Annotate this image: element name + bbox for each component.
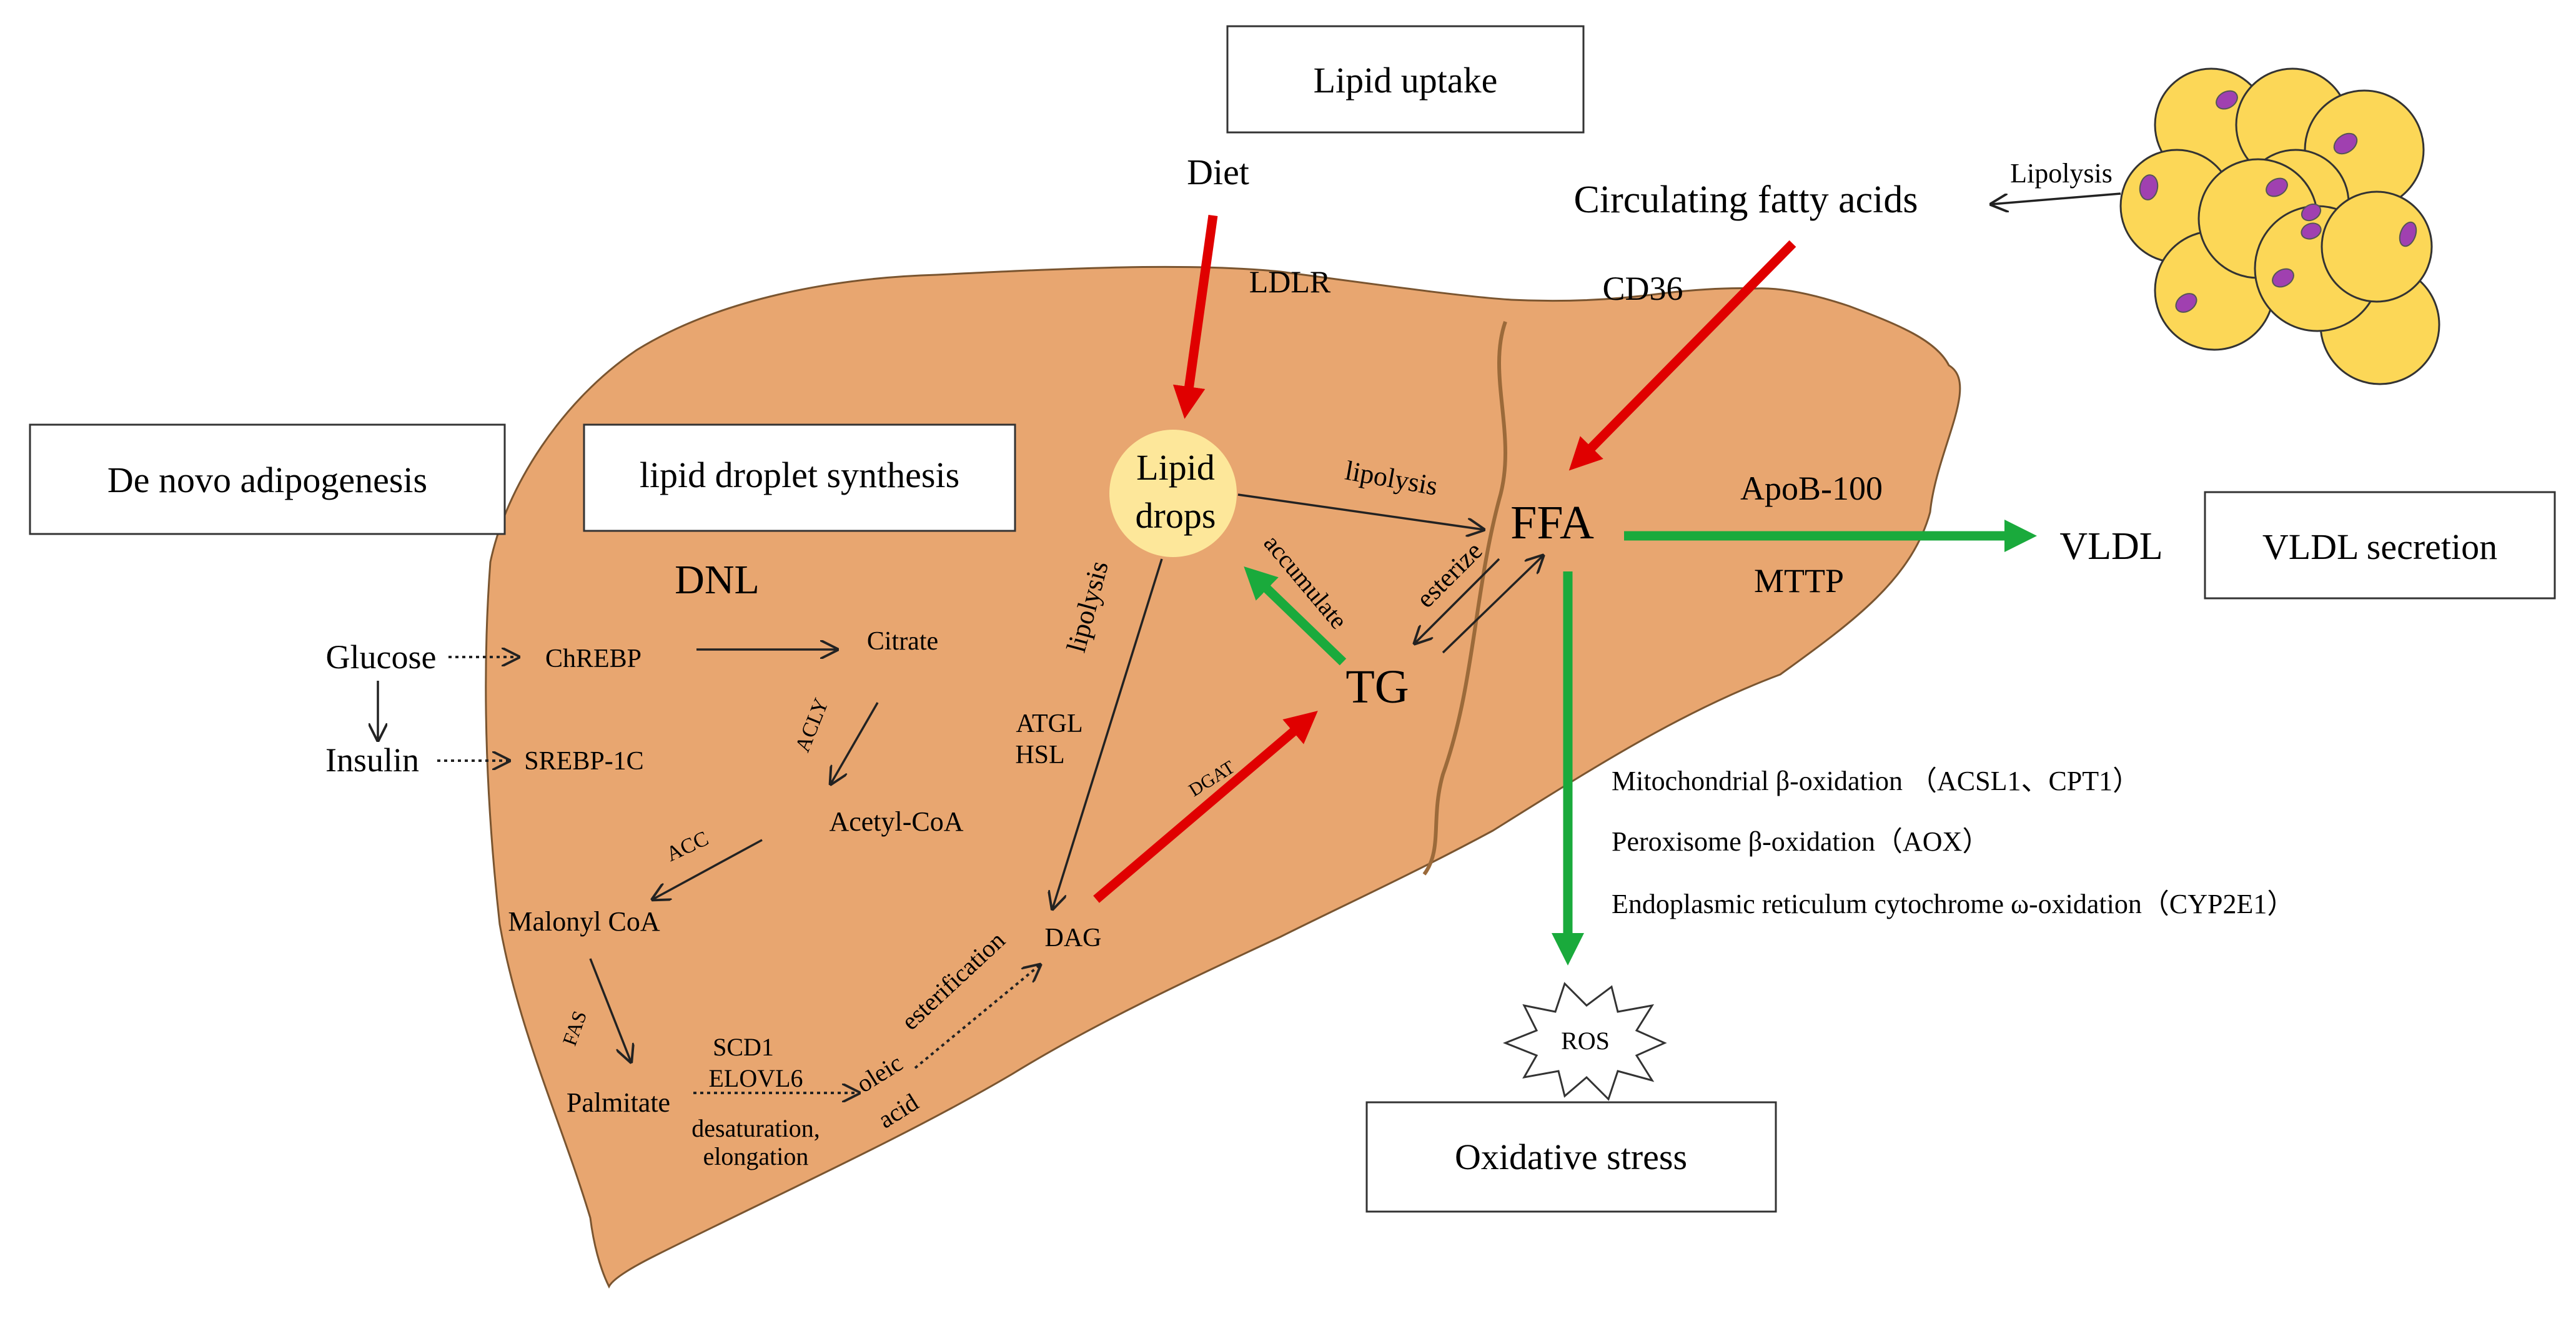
arrow-lipid-to-ffa [1237, 493, 1484, 530]
acetyl-coa-label: Acetyl-CoA [829, 806, 963, 837]
adipocyte-nuclei [2139, 90, 2417, 313]
lipid-drops-circle [1109, 430, 1237, 557]
malonyl-coa-label: Malonyl CoA [508, 906, 660, 937]
box-vldl-secretion-label: VLDL secretion [2262, 526, 2497, 567]
er-oxidation-label: Endoplasmic reticulum cytochrome ω-oxida… [1612, 889, 2294, 919]
arrow-dag-to-tg [1093, 711, 1318, 903]
mito-oxidation-label: Mitochondrial β-oxidation （ACSL1、CPT1） [1612, 766, 2140, 796]
dag-label: DAG [1045, 924, 1102, 952]
chrebp-label: ChREBP [545, 645, 642, 673]
arrow-tg-to-lipid [1244, 566, 1347, 666]
hsl-label: HSL [1015, 741, 1064, 769]
ldlr-label: LDLR [1249, 264, 1331, 299]
box-vldl-secretion [2204, 491, 2556, 600]
citrate-label: Citrate [867, 627, 938, 656]
box-lipid-uptake-label: Lipid uptake [1314, 60, 1498, 101]
box-lipid-uptake [1226, 25, 1585, 134]
cd36-label: CD36 [1602, 270, 1683, 307]
lipid-drops-label-2: drops [1136, 495, 1216, 536]
ros-label: ROS [1561, 1027, 1610, 1055]
arrow-malonyl-to-palmitate [589, 958, 631, 1062]
arrow-lipid-to-dag [1053, 558, 1163, 909]
box-droplet-synthesis [583, 423, 1016, 532]
elongation-label: elongation [703, 1142, 809, 1170]
arrow-acetyl-to-malonyl [653, 839, 763, 899]
tg-label: TG [1345, 661, 1409, 713]
desaturation-label: desaturation, [691, 1114, 820, 1142]
adipocyte-cluster [2119, 67, 2440, 385]
arrow-citrate-to-acetyl [831, 702, 879, 784]
vldl-label: VLDL [2059, 525, 2162, 568]
arrow-tg-to-ffa [1442, 556, 1543, 654]
arrow-lipolysis-circulating [1991, 192, 2121, 204]
apob-label: ApoB-100 [1740, 470, 1883, 507]
lipolysis-top-label: Lipolysis [2010, 158, 2113, 189]
srebp-label: SREBP-1C [524, 747, 643, 776]
box-oxidative-stress-label: Oxidative stress [1455, 1137, 1687, 1177]
circulating-fa-label: Circulating fatty acids [1574, 179, 1918, 221]
box-de-novo-label: De novo adipogenesis [107, 460, 427, 500]
dnl-label: DNL [675, 557, 760, 603]
atgl-label: ATGL [1016, 709, 1082, 738]
mttp-label: MTTP [1754, 562, 1844, 600]
box-droplet-synthesis-label: lipid droplet synthesis [640, 455, 959, 495]
arrow-diet-to-lipid [1172, 214, 1218, 419]
scd1-label: SCD1 [713, 1033, 774, 1061]
insulin-label: Insulin [325, 741, 419, 779]
palmitate-label: Palmitate [567, 1087, 670, 1118]
ros-burst [1502, 982, 1667, 1101]
box-oxidative-stress [1365, 1101, 1777, 1213]
peroxisome-oxidation-label: Peroxisome β-oxidation（AOX） [1612, 826, 1989, 857]
arrow-ffa-to-tg [1415, 558, 1500, 643]
ffa-label: FFA [1510, 497, 1594, 549]
box-de-novo [29, 423, 506, 535]
lipid-drops-label-1: Lipid [1136, 447, 1215, 488]
elovl6-label: ELOVL6 [708, 1064, 803, 1092]
arrow-circulating-to-ffa [1568, 240, 1796, 471]
glucose-label: Glucose [326, 638, 437, 676]
diet-label: Diet [1187, 152, 1249, 192]
liver-fissure [1422, 321, 1507, 876]
